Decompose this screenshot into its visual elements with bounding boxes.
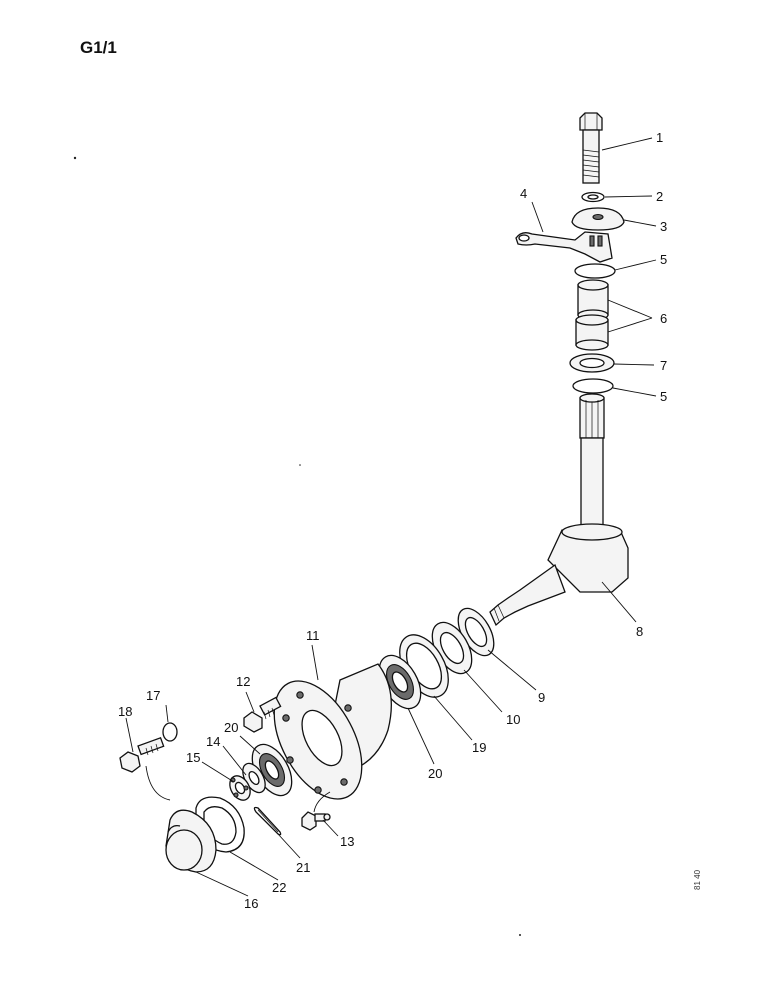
callout-6: 6	[660, 311, 667, 326]
callout-17: 17	[146, 688, 160, 703]
part-21-split-pin	[253, 806, 282, 836]
part-6-lower-bush	[575, 314, 609, 351]
callout-19: 19	[472, 740, 486, 755]
part-12-wheel-stud	[243, 696, 282, 733]
callout-2: 2	[656, 189, 663, 204]
callout-1: 1	[656, 130, 663, 145]
callout-14: 14	[206, 734, 220, 749]
part-13-grease-nipple	[301, 811, 331, 831]
callout-4: 4	[520, 186, 527, 201]
part-3-cap-washer	[571, 207, 625, 231]
speck	[73, 156, 77, 160]
speck	[299, 464, 301, 466]
part-16-hub-cap	[165, 809, 217, 873]
part-8-stub-axle	[489, 393, 629, 627]
part-11-hub	[273, 663, 392, 800]
figure-code: G1/1	[80, 38, 117, 57]
callout-22: 22	[272, 880, 286, 895]
callout-21: 21	[296, 860, 310, 875]
part-5-lower-o-ring	[572, 378, 614, 394]
part-6-upper-bush	[577, 279, 609, 321]
leader-lines	[125, 137, 657, 897]
callout-3: 3	[660, 219, 667, 234]
callout-16: 16	[244, 896, 258, 911]
callout-20-outer: 20	[224, 720, 238, 735]
callout-15: 15	[186, 750, 200, 765]
part-20-inner-bearing	[378, 654, 422, 710]
callout-13: 13	[340, 834, 354, 849]
callout-7: 7	[660, 358, 667, 373]
callout-12: 12	[236, 674, 250, 689]
part-7-thrust-washer	[569, 353, 615, 373]
part-1-bolt	[579, 112, 603, 184]
callout-11: 11	[306, 628, 320, 643]
part-15-castle-nut	[229, 775, 251, 801]
callout-10: 10	[506, 712, 520, 727]
side-reference-code: 81 40	[693, 869, 702, 890]
part-4-steering-arm	[515, 231, 613, 263]
callout-9: 9	[538, 690, 545, 705]
callout-5-upper: 5	[660, 252, 667, 267]
callout-labels: 1 2 3 4 5 6 7 5 8 9 10 19 20 11 12 17 18…	[118, 130, 667, 911]
callout-20-inner: 20	[428, 766, 442, 781]
callout-8: 8	[636, 624, 643, 639]
part-18-cap-bolt	[119, 736, 165, 773]
part-5-upper-o-ring	[574, 263, 616, 279]
callout-18: 18	[118, 704, 132, 719]
part-2-lock-washer	[581, 191, 605, 203]
speck	[519, 934, 521, 936]
part-20-outer-bearing	[251, 743, 293, 797]
part-17-spring-washer	[162, 722, 178, 742]
callout-5-lower: 5	[660, 389, 667, 404]
